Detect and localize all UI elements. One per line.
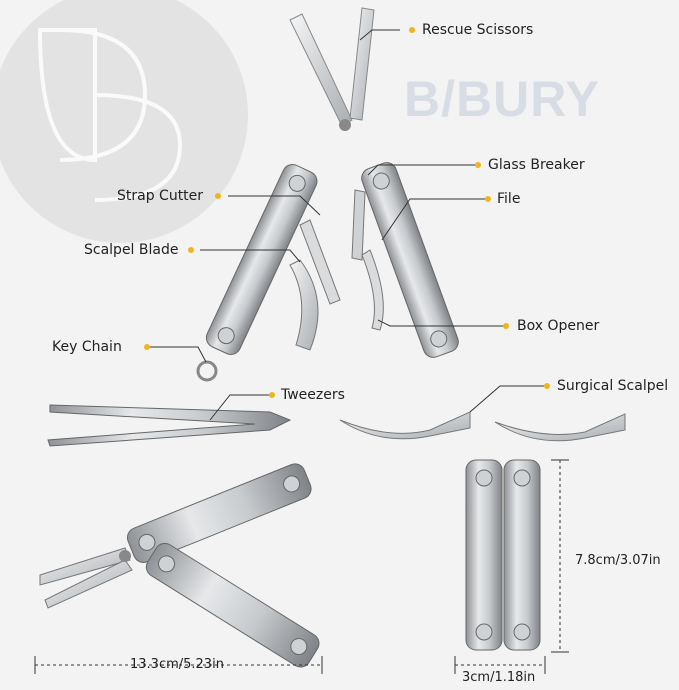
label-rescue-scissors: Rescue Scissors bbox=[422, 22, 534, 38]
label-glass-breaker: Glass Breaker bbox=[488, 157, 585, 173]
dimension-lines bbox=[35, 460, 561, 666]
dimension-width: 3cm/1.18in bbox=[462, 670, 536, 685]
label-surgical-scalpel: Surgical Scalpel bbox=[557, 378, 669, 394]
label-box-opener: Box Opener bbox=[517, 318, 600, 334]
label-strap-cutter: Strap Cutter bbox=[117, 188, 204, 204]
callout-dots bbox=[144, 27, 550, 398]
tweezers-illustration bbox=[47, 404, 292, 447]
brand-logo-text: B/BURY bbox=[404, 71, 600, 127]
dimension-length: 13.3cm/5.23in bbox=[130, 657, 224, 672]
label-tweezers: Tweezers bbox=[281, 387, 345, 403]
dimension-height: 7.8cm/3.07in bbox=[575, 553, 661, 568]
label-file: File bbox=[497, 191, 521, 207]
label-scalpel-blade: Scalpel Blade bbox=[84, 242, 179, 258]
multitool-closed-illustration bbox=[465, 459, 541, 651]
scalpel-blade-illustration bbox=[339, 411, 626, 442]
callout-leader-lines bbox=[148, 29, 544, 421]
multitool-scissors-mode-illustration bbox=[39, 463, 320, 668]
label-key-chain: Key Chain bbox=[52, 339, 122, 355]
brand-watermark-logo bbox=[0, 0, 248, 243]
multitool-open-illustration bbox=[196, 7, 459, 382]
